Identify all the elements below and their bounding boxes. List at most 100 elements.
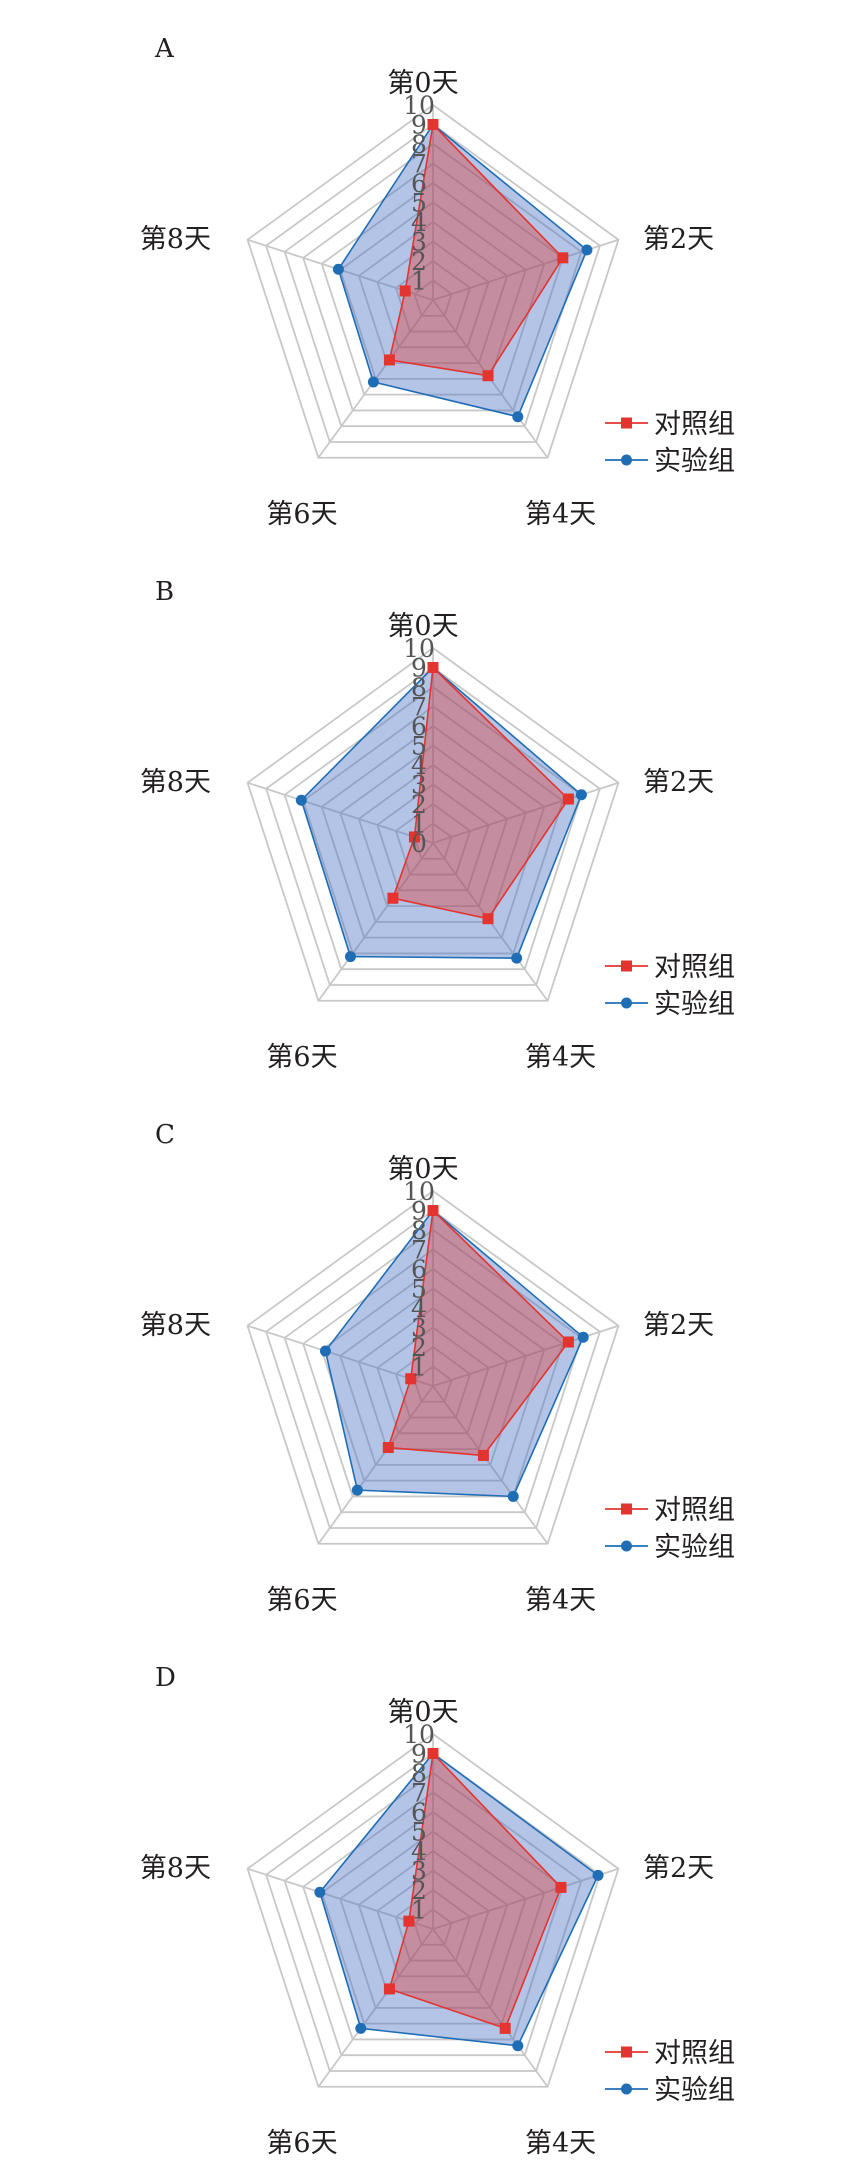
category-label: 第8天 [140, 767, 211, 798]
tick-label: 10 [403, 1720, 435, 1749]
radial-spoke [317, 842, 434, 1002]
data-point-experiment [512, 411, 524, 423]
grid-ring [394, 1345, 472, 1419]
radial-spoke [432, 781, 619, 844]
tick-label: 1 [411, 267, 427, 296]
tick-label: 2 [411, 790, 427, 819]
tick-label: 7 [411, 1236, 427, 1265]
tick-label: 10 [403, 91, 435, 120]
category-label: 第6天 [266, 1042, 337, 1073]
tick-label: 10 [403, 634, 435, 663]
grid-ring [376, 783, 490, 892]
tick-label: 4 [411, 208, 427, 237]
tick-label: 9 [411, 654, 427, 683]
grid-ring [265, 1209, 601, 1529]
category-label: 第8天 [140, 224, 211, 255]
legend-item-experiment: 实验组 [605, 446, 735, 477]
series-area-experiment [337, 123, 588, 418]
data-point-control [387, 892, 399, 904]
data-point-control [482, 913, 494, 925]
data-point-experiment [355, 2022, 367, 2034]
legend-item-control: 对照组 [605, 409, 735, 440]
legend-item-control: 对照组 [605, 952, 735, 983]
grid-ring [246, 646, 620, 1002]
grid-ring [302, 1791, 564, 2041]
data-point-control [427, 1748, 439, 1759]
radial-spoke [247, 781, 434, 844]
series-area-control [388, 123, 564, 377]
tick-label: 6 [411, 169, 427, 198]
legend-label: 对照组 [654, 1495, 735, 1526]
grid-ring [320, 181, 546, 396]
data-point-experiment [592, 1869, 604, 1881]
data-point-experiment [581, 244, 593, 256]
series-area-experiment [319, 1752, 599, 2047]
legend-label: 对照组 [654, 409, 735, 440]
legend-item-experiment: 实验组 [605, 2075, 735, 2106]
tick-label: 2 [411, 1876, 427, 1905]
data-point-experiment [367, 376, 379, 388]
data-point-experiment [295, 794, 307, 806]
data-point-control [562, 1336, 574, 1348]
category-label: 第0天 [387, 1697, 458, 1728]
grid-ring [246, 1732, 620, 2088]
category-label: 第4天 [525, 1042, 596, 1073]
legend-marker [621, 997, 632, 1009]
series-area-control [392, 666, 570, 920]
grid-ring [339, 1287, 527, 1466]
radial-spoke [432, 1385, 549, 1545]
legend-label: 实验组 [654, 1532, 735, 1563]
data-point-control [557, 252, 569, 264]
tick-label: 8 [411, 673, 427, 702]
grid-ring [357, 1849, 509, 1994]
legend-item-experiment: 实验组 [605, 989, 735, 1020]
data-point-control [427, 119, 439, 130]
legend-marker [621, 454, 632, 466]
legend-marker [621, 960, 632, 972]
tick-label: 3 [411, 1314, 427, 1343]
series-area-experiment [300, 666, 583, 959]
tick-label: 1 [411, 1353, 427, 1382]
data-point-control [555, 1881, 567, 1893]
radial-spoke [432, 1867, 619, 1930]
data-point-control [383, 354, 395, 366]
grid-ring [413, 1908, 453, 1946]
panel-letter: C [155, 1120, 175, 1150]
data-point-experiment [511, 952, 523, 964]
legend-label: 实验组 [654, 2075, 735, 2106]
tick-label: 9 [411, 1197, 427, 1226]
tick-label: 5 [411, 1275, 427, 1304]
tick-label: 8 [411, 1216, 427, 1245]
data-point-control [562, 793, 574, 805]
radial-spoke [317, 1385, 434, 1545]
legend-marker [621, 2046, 632, 2058]
series-area-experiment [324, 1209, 585, 1498]
grid-ring [265, 123, 601, 443]
tick-label: 3 [411, 1857, 427, 1886]
legend-marker [621, 1540, 632, 1552]
category-label: 第8天 [140, 1310, 211, 1341]
data-point-control [499, 2022, 511, 2034]
tick-label: 1 [411, 1896, 427, 1925]
data-point-control [405, 1373, 417, 1385]
tick-label: 7 [411, 150, 427, 179]
category-label: 第2天 [643, 767, 714, 798]
category-label: 第2天 [643, 224, 714, 255]
grid-ring [265, 1752, 601, 2072]
grid-ring [283, 685, 583, 971]
category-label: 第6天 [266, 499, 337, 530]
data-point-experiment [507, 1490, 519, 1502]
tick-label: 5 [411, 1818, 427, 1847]
grid-ring [320, 1810, 546, 2025]
tick-label: 5 [411, 732, 427, 761]
panel-letter: A [154, 34, 175, 64]
panel-letter: D [155, 1663, 176, 1693]
category-label: 第2天 [643, 1853, 714, 1884]
grid-ring [246, 103, 620, 459]
grid-ring [376, 240, 490, 349]
tick-label: 0 [411, 829, 427, 858]
grid-ring [413, 279, 453, 317]
legend-label: 实验组 [654, 446, 735, 477]
